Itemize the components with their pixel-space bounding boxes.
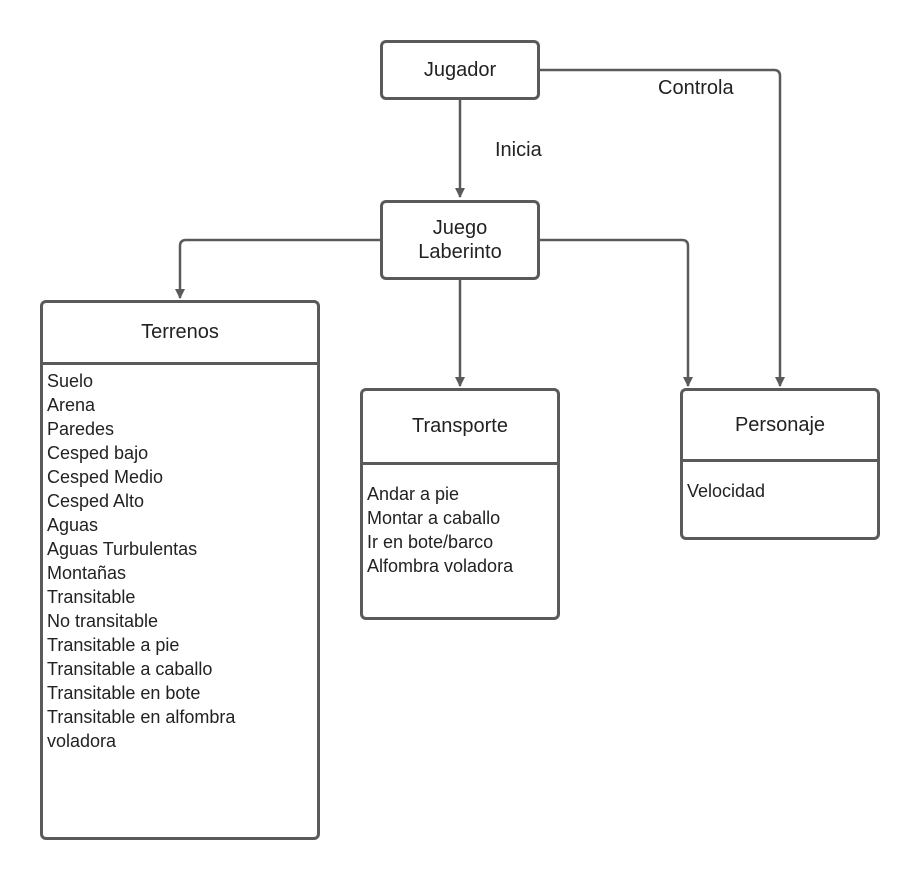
terrenos-attribute: Arena <box>47 395 96 415</box>
class-transporte: Transporte Andar a pie Montar a caballo … <box>360 388 560 620</box>
class-transporte-title: Transporte <box>412 415 508 437</box>
node-juego-label: Juego Laberinto <box>418 217 502 263</box>
class-personaje-title: Personaje <box>734 413 826 436</box>
terrenos-attribute: Paredes <box>47 419 115 439</box>
terrenos-attribute: Transitable <box>47 587 136 607</box>
class-terrenos-title: Terrenos <box>141 321 219 343</box>
terrenos-attribute-list: Suelo Arena Paredes Cesped bajo Cesped M… <box>43 365 317 753</box>
node-jugador-label: Jugador <box>423 59 497 81</box>
terrenos-attribute: Transitable a caballo <box>47 659 213 679</box>
terrenos-attribute: Transitable en alfombra <box>47 707 236 727</box>
terrenos-attribute: Aguas Turbulentas <box>47 539 198 559</box>
personaje-attribute: Velocidad <box>687 481 766 501</box>
transporte-attribute-list: Andar a pie Montar a caballo Ir en bote/… <box>363 465 557 578</box>
terrenos-attribute: Cesped Alto <box>47 491 145 511</box>
class-terrenos: Terrenos Suelo Arena Paredes Cesped bajo… <box>40 300 320 840</box>
terrenos-attribute: Montañas <box>47 563 127 583</box>
terrenos-attribute: Aguas <box>47 515 99 535</box>
terrenos-attribute: Cesped Medio <box>47 467 164 487</box>
transporte-attribute: Andar a pie <box>367 484 460 504</box>
class-personaje: Personaje Velocidad <box>680 388 880 540</box>
node-jugador: Jugador <box>380 40 540 100</box>
edge-jugador-to-personaje <box>540 68 785 387</box>
transporte-attribute: Alfombra voladora <box>367 556 514 576</box>
terrenos-attribute: Transitable a pie <box>47 635 180 655</box>
terrenos-attribute: Suelo <box>47 371 94 391</box>
personaje-attribute-list: Velocidad <box>683 462 877 503</box>
edge-juego-to-personaje <box>540 238 693 387</box>
terrenos-attribute: No transitable <box>47 611 159 631</box>
edge-label-inicia: Inicia <box>495 139 542 161</box>
terrenos-attribute: Transitable en bote <box>47 683 201 703</box>
class-transporte-header: Transporte <box>363 391 557 465</box>
node-juego-laberinto: Juego Laberinto <box>380 200 540 280</box>
terrenos-attribute: Cesped bajo <box>47 443 149 463</box>
transporte-attribute: Ir en bote/barco <box>367 532 494 552</box>
class-personaje-header: Personaje <box>683 391 877 462</box>
edge-juego-to-terrenos <box>175 238 380 299</box>
edge-label-controla: Controla <box>658 77 734 99</box>
terrenos-attribute: voladora <box>47 731 117 751</box>
transporte-attribute: Montar a caballo <box>367 508 501 528</box>
class-terrenos-header: Terrenos <box>43 303 317 365</box>
